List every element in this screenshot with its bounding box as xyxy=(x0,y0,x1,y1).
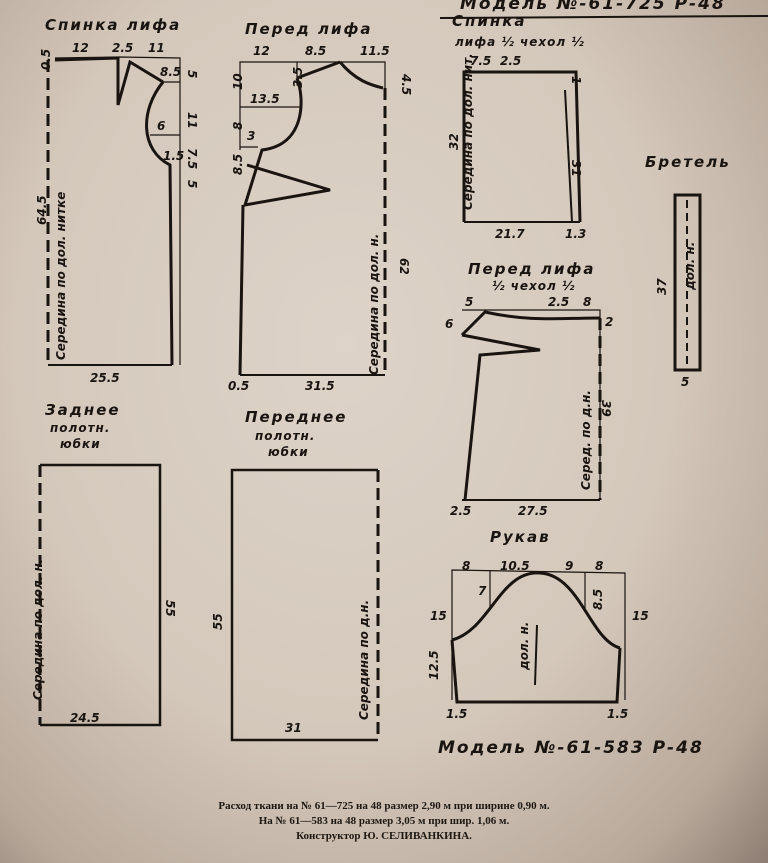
front-lining-subtitle: ½ чехол ½ xyxy=(492,279,576,293)
back-lining-title: Спинка xyxy=(452,12,527,30)
sleeve-measure-label: 7 xyxy=(478,584,487,598)
front-bodice-measure-label: 3.5 xyxy=(291,66,305,88)
front-bodice-measure-label: 8.5 xyxy=(231,153,245,175)
back-lining-measure-label: 1.3 xyxy=(565,227,587,241)
front-bodice-measure-label: 0.5 xyxy=(228,379,250,393)
back-bodice-measure-label: 0.5 xyxy=(39,48,53,70)
back-bodice-measure-label: 25.5 xyxy=(90,371,120,385)
strap-title: Бретель xyxy=(645,153,731,171)
back-bodice-measure-label: Середина по дол. нитке xyxy=(54,191,68,360)
back-lining-measure-label: Середина по дол. нит. xyxy=(461,53,475,210)
sleeve-measure-label: 12.5 xyxy=(427,650,441,680)
back-bodice-measure-label: 11 xyxy=(148,41,165,55)
header-model-title: Модель №-61-725 Р-48 xyxy=(460,0,726,14)
back-lining-measure-label: 2.5 xyxy=(500,54,522,68)
back-bodice-pattern xyxy=(46,56,181,366)
front-lining-measure-label: 27.5 xyxy=(518,504,548,518)
front-skirt-title: Переднее xyxy=(245,408,348,426)
back-bodice-measure-label: 7.5 xyxy=(185,148,199,170)
front-lining-measure-label: 2.5 xyxy=(548,295,570,309)
front-lining-title: Перед лифа xyxy=(468,260,596,278)
sleeve-pattern xyxy=(450,569,626,704)
front-skirt-measure-label: Середина по д.н. xyxy=(357,599,371,720)
footer-model-title: Модель №-61-583 Р-48 xyxy=(438,738,704,758)
back-lining-subtitle: лифа ½ чехол ½ xyxy=(455,35,585,49)
back-bodice-measure-label: 2.5 xyxy=(112,41,134,55)
front-bodice-pattern xyxy=(238,60,387,376)
back-skirt-measure-label: 24.5 xyxy=(70,711,100,725)
fabric-usage-line-2: На № 61—583 на 48 размер 3,05 м при шир.… xyxy=(258,815,510,827)
back-bodice-measure-label: 8.5 xyxy=(160,65,182,79)
back-skirt-pattern xyxy=(38,463,162,727)
front-skirt-measure-label: 55 xyxy=(211,613,225,630)
sleeve-measure-label: 15 xyxy=(430,609,447,623)
front-bodice-measure-label: 11.5 xyxy=(360,44,390,58)
sleeve-measure-label: 10.5 xyxy=(500,559,530,573)
front-skirt-subtitle-2: юбки xyxy=(268,445,309,459)
back-skirt-subtitle: полотн. xyxy=(50,421,111,435)
back-lining-measure-label: 21.7 xyxy=(495,227,525,241)
front-bodice-measure-label: 31.5 xyxy=(305,379,335,393)
back-bodice-title: Спинка лифа xyxy=(45,16,182,34)
back-lining-measure-label: 1 xyxy=(569,76,583,85)
front-lining-measure-label: 2.5 xyxy=(450,504,472,518)
front-bodice-measure-label: 4.5 xyxy=(399,74,413,96)
front-bodice-measure-label: 8 xyxy=(231,121,245,130)
front-lining-measure-label: 39 xyxy=(599,400,613,417)
back-bodice-measure-label: 5 xyxy=(185,180,199,189)
back-skirt-measure-label: Середина по дол. н. xyxy=(31,558,45,700)
strap-measure-label: 5 xyxy=(681,375,690,389)
front-lining-measure-label: 6 xyxy=(445,317,454,331)
back-lining-measure-label: 32 xyxy=(447,133,461,150)
sleeve-measure-label: 8 xyxy=(462,559,471,573)
front-bodice-measure-label: 62 xyxy=(397,258,411,275)
sleeve-measure-label: 9 xyxy=(565,559,574,573)
front-bodice-measure-label: 12 xyxy=(253,44,270,58)
back-bodice-measure-label: 12 xyxy=(72,41,89,55)
sleeve-title: Рукав xyxy=(490,528,551,546)
back-bodice-measure-label: 64.5 xyxy=(35,195,49,225)
front-lining-pattern xyxy=(460,309,602,501)
sleeve-measure-label: 8 xyxy=(595,559,604,573)
front-skirt-subtitle: полотн. xyxy=(255,429,316,443)
front-bodice-measure-label: 3 xyxy=(247,129,256,143)
fabric-usage-line-1: Расход ткани на № 61—725 на 48 размер 2,… xyxy=(218,800,550,812)
back-bodice-measure-label: 1.5 xyxy=(163,149,185,163)
back-bodice-measure-label: 5 xyxy=(185,70,199,79)
sleeve-measure-label: дол. н. xyxy=(517,621,531,670)
back-lining-measure-label: 7.5 xyxy=(470,54,492,68)
back-skirt-subtitle-2: юбки xyxy=(60,437,101,451)
back-lining-measure-label: 31 xyxy=(569,160,583,177)
back-skirt-measure-label: 55 xyxy=(163,600,177,617)
front-lining-measure-label: 2 xyxy=(605,315,614,329)
strap-measure-label: дол. н. xyxy=(683,241,697,290)
back-bodice-measure-label: 11 xyxy=(185,112,199,129)
front-lining-measure-label: 8 xyxy=(583,295,592,309)
front-bodice-measure-label: 13.5 xyxy=(250,92,280,106)
front-skirt-pattern xyxy=(230,468,380,742)
front-bodice-measure-label: 8.5 xyxy=(305,44,327,58)
sleeve-measure-label: 1.5 xyxy=(446,707,468,721)
front-bodice-measure-label: 10 xyxy=(231,73,245,90)
header-rule xyxy=(439,15,768,19)
back-skirt-title: Заднее xyxy=(45,401,121,419)
strap-measure-label: 37 xyxy=(655,278,669,295)
front-bodice-title: Перед лифа xyxy=(245,20,373,38)
sleeve-measure-label: 1.5 xyxy=(607,707,629,721)
sleeve-measure-label: 15 xyxy=(632,609,649,623)
back-lining-pattern xyxy=(462,70,582,223)
designer-credit: Конструктор Ю. СЕЛИВАНКИНА. xyxy=(296,830,472,842)
strap-pattern xyxy=(673,193,702,372)
sleeve-measure-label: 8.5 xyxy=(591,588,605,610)
front-bodice-measure-label: Середина по дол. н. xyxy=(367,233,381,375)
front-lining-measure-label: Серед. по д.н. xyxy=(579,390,593,490)
back-bodice-measure-label: 6 xyxy=(157,119,166,133)
front-skirt-measure-label: 31 xyxy=(285,721,302,735)
front-lining-measure-label: 5 xyxy=(465,295,474,309)
